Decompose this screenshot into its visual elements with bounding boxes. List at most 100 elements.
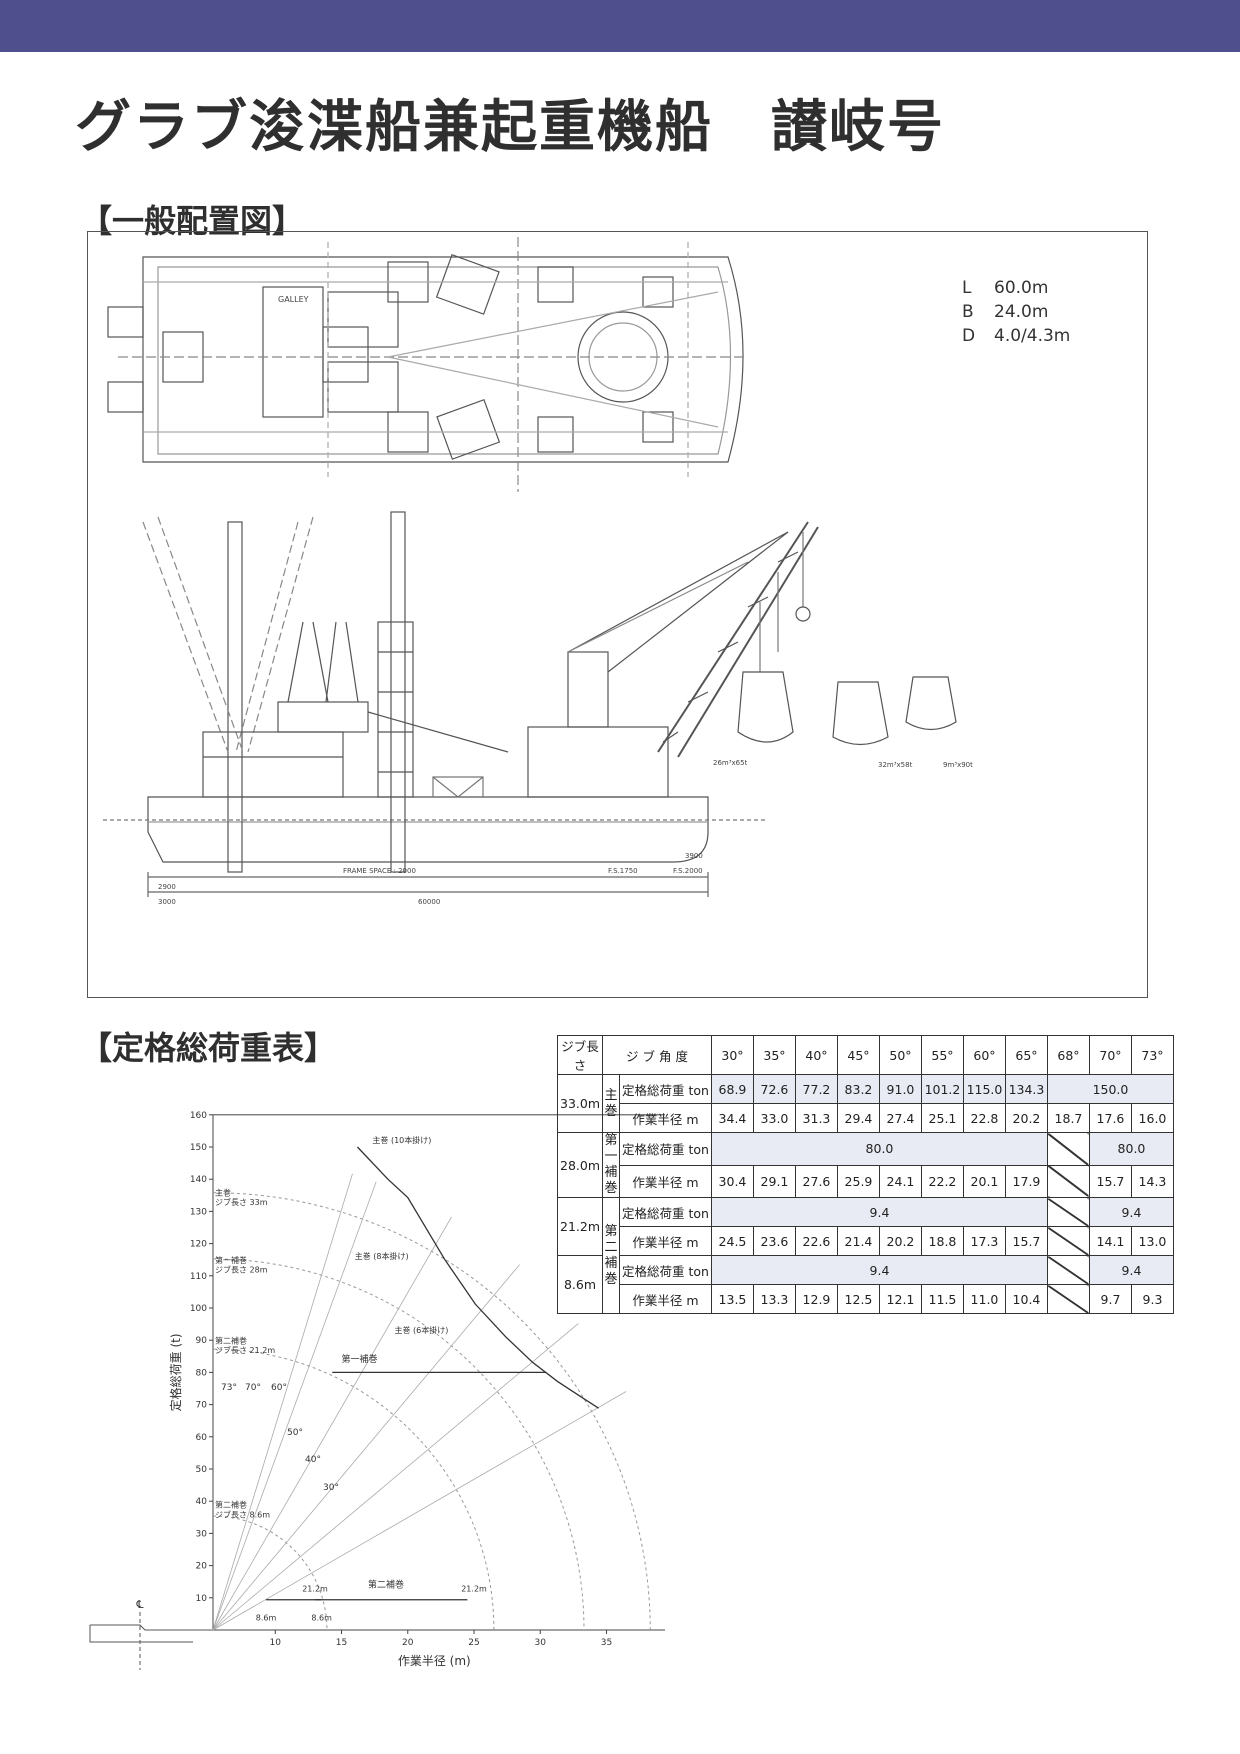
aux2a-load-cell: 9.4 [710,1197,1048,1227]
y-tick-label: 150 [190,1143,207,1153]
dim-60000-label: 60000 [418,898,440,906]
annotation-radius: 21.2m [461,1584,487,1593]
annotation-jib-main: 主巻 [215,1187,231,1197]
load-chart: 1020304050607080901001101201301401501601… [89,1111,665,1670]
main-load-cell: 72.6 [752,1074,796,1104]
section-title-load-table: 【定格総荷重表】 [80,1029,337,1067]
annotation-jib-main: ジブ長さ 33m [215,1197,268,1207]
annotation-aux2: 第二補巻 [368,1578,404,1590]
bucket-medium-label: 32m³x58t [878,761,913,769]
y-tick-label: 80 [196,1368,208,1378]
y-tick-label: 100 [190,1304,207,1314]
jib-length-header: ジブ長さ [556,1035,604,1075]
angle-header: 73° [1130,1035,1174,1075]
bucket-large-label: 26m³x65t [713,759,748,767]
y-tick-label: 10 [196,1594,208,1604]
angle-header: 68° [1046,1035,1090,1075]
aux2a-radius-cell: 17.3 [962,1226,1006,1256]
annotation-main-6: 主巻 (6本掛け) [395,1325,449,1335]
angle-header: 65° [1004,1035,1048,1075]
y-axis-title: 定格総荷重 (t) [168,1333,183,1411]
chart-series [266,1146,599,1601]
crane-house [527,726,669,798]
x-tick-label: 35 [601,1638,612,1648]
aux2a-radius-cell: 23.6 [752,1226,796,1256]
aux2b-radius-cell: 12.5 [836,1284,880,1314]
chart-grid [89,1114,665,1670]
centerline-label: ℄ [135,1598,143,1611]
jib-arc [212,1515,328,1631]
y-tick-label: 120 [190,1240,207,1250]
main-radius-cell: 34.4 [710,1103,754,1133]
main-radius-cell: 17.6 [1088,1103,1132,1133]
fs1750-label: F.S.1750 [608,867,638,875]
main-radius-cell: 33.0 [752,1103,796,1133]
y-tick-label: 110 [190,1272,207,1282]
main-load-cell: 91.0 [878,1074,922,1104]
angle-header: 60° [962,1035,1006,1075]
deck-plan-outline [142,256,744,463]
load-label: 定格総荷重 ton [619,1255,712,1285]
hull-stub [89,1624,213,1643]
plan-stern-notch-lower [107,381,144,413]
main-load-high-cell: 150.0 [1046,1074,1174,1104]
radius-label: 作業半径 m [619,1164,712,1198]
general-arrangement-frame: GALLEY FRAME SPACE : 2000 F.S.1750 F.S.2… [87,231,1148,998]
main-radius-cell: 27.4 [878,1103,922,1133]
na-cell [1046,1255,1090,1285]
angle-label: 40° [305,1455,321,1465]
angle-header: 55° [920,1035,964,1075]
y-tick-label: 140 [190,1175,207,1185]
main-radius-cell: 18.7 [1046,1103,1090,1133]
annotation-jib-aux2a: 第二補巻 [215,1335,247,1345]
jib-radius-arcs [212,1173,651,1631]
radius-label: 作業半径 m [619,1226,712,1256]
plan-stern-notch-upper [107,306,144,338]
dim-3000-label: 3000 [158,898,176,906]
aux2-hoist-label: 第二補巻 [602,1197,621,1314]
aux2b-load-cell: 9.4 [710,1255,1048,1285]
aux1-radius-cell: 24.1 [878,1164,922,1198]
page-title: グラブ浚渫船兼起重機船 讃岐号 [75,95,945,160]
main-load-cell: 115.0 [962,1074,1006,1104]
na-cell [1046,1164,1090,1198]
annotation-jib-aux2b: ジブ長さ 8.6m [215,1509,270,1519]
aux2b-radius-cell: 11.5 [920,1284,964,1314]
na-cell [1046,1197,1090,1227]
annotation-main-10: 主巻 (10本掛け) [372,1135,431,1145]
aux1-jib-length: 28.0m [556,1132,604,1198]
y-tick-label: 70 [196,1401,208,1411]
grab-bucket-small [905,676,957,731]
annotation-jib-aux1: ジブ長さ 28m [215,1265,268,1275]
aux1-radius-cell: 15.7 [1088,1164,1132,1198]
y-tick-label: 30 [196,1529,208,1539]
main-radius-cell: 20.2 [1004,1103,1048,1133]
jib-angle-header: ジ ブ 角 度 [602,1035,712,1075]
angle-ray [212,1264,520,1631]
main-load-cell: 68.9 [710,1074,754,1104]
annotation-main-8: 主巻 (8本掛け) [355,1251,409,1261]
aux1-radius-cell: 20.1 [962,1164,1006,1198]
main-hoist-label: 主巻 [602,1074,621,1133]
na-cell [1046,1284,1090,1314]
angle-label: 60° [271,1383,287,1393]
aux1-radius-cell: 25.9 [836,1164,880,1198]
angle-header: 50° [878,1035,922,1075]
annotation-radius: 8.6m [256,1613,277,1622]
aux1-radius-cell: 14.3 [1130,1164,1174,1198]
galley-block [262,286,324,418]
top-banner [0,0,1240,52]
load-label: 定格総荷重 ton [619,1132,712,1166]
aux2a-radius-cell: 20.2 [878,1226,922,1256]
y-tick-label: 90 [196,1336,208,1346]
angle-ray [212,1391,627,1631]
y-tick-label: 160 [190,1111,207,1121]
aux2a-radius-cell: 22.6 [794,1226,838,1256]
angle-ray [212,1216,452,1631]
na-cell [1046,1132,1090,1166]
main-load-cell: 83.2 [836,1074,880,1104]
y-tick-label: 130 [190,1207,207,1217]
x-tick-label: 15 [336,1638,347,1648]
